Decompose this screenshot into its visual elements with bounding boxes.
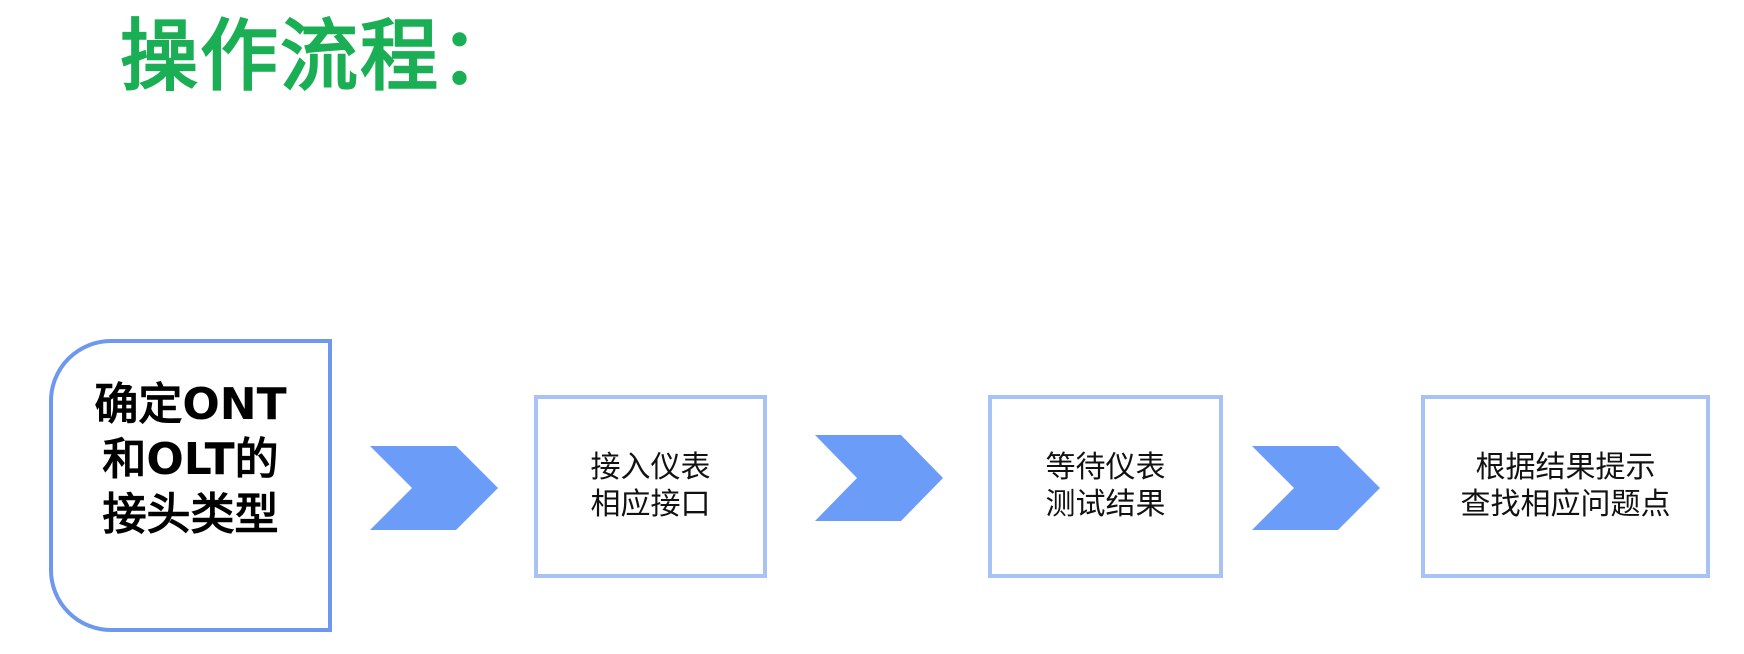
chevron-right-icon — [815, 435, 943, 521]
step-3-label-line: 测试结果 — [1045, 486, 1166, 522]
step-4-label: 根据结果提示 查找相应问题点 — [1461, 450, 1671, 523]
step-4-box: 根据结果提示 查找相应问题点 — [1421, 395, 1710, 578]
step-4-label-line: 根据结果提示 — [1475, 449, 1656, 485]
step-2-label: 接入仪表 相应接口 — [591, 450, 711, 523]
chevron-right-icon — [1252, 446, 1380, 530]
step-1-label: 确定ONT 和OLT的 接头类型 — [94, 377, 286, 542]
step-3-box: 等待仪表 测试结果 — [988, 395, 1223, 578]
step-2-label-line: 接入仪表 — [590, 449, 711, 485]
step-2-label-line: 相应接口 — [590, 486, 711, 522]
step-2-box: 接入仪表 相应接口 — [534, 395, 767, 578]
step-1-label-line: 确定ONT — [94, 379, 287, 430]
chevron-right-icon — [370, 446, 498, 530]
page-title: 操作流程： — [120, 12, 521, 102]
step-3-label: 等待仪表 测试结果 — [1046, 450, 1166, 523]
chevron-right-icon-shape — [1252, 446, 1380, 530]
step-1-label-line: 接头类型 — [102, 489, 279, 540]
step-3-label-line: 等待仪表 — [1045, 449, 1166, 485]
chevron-right-icon-shape — [815, 435, 943, 521]
chevron-right-icon-shape — [370, 446, 498, 530]
step-4-label-line: 查找相应问题点 — [1460, 486, 1671, 522]
step-1-label-line: 和OLT的 — [102, 434, 279, 485]
step-1-box: 确定ONT 和OLT的 接头类型 — [49, 339, 332, 632]
